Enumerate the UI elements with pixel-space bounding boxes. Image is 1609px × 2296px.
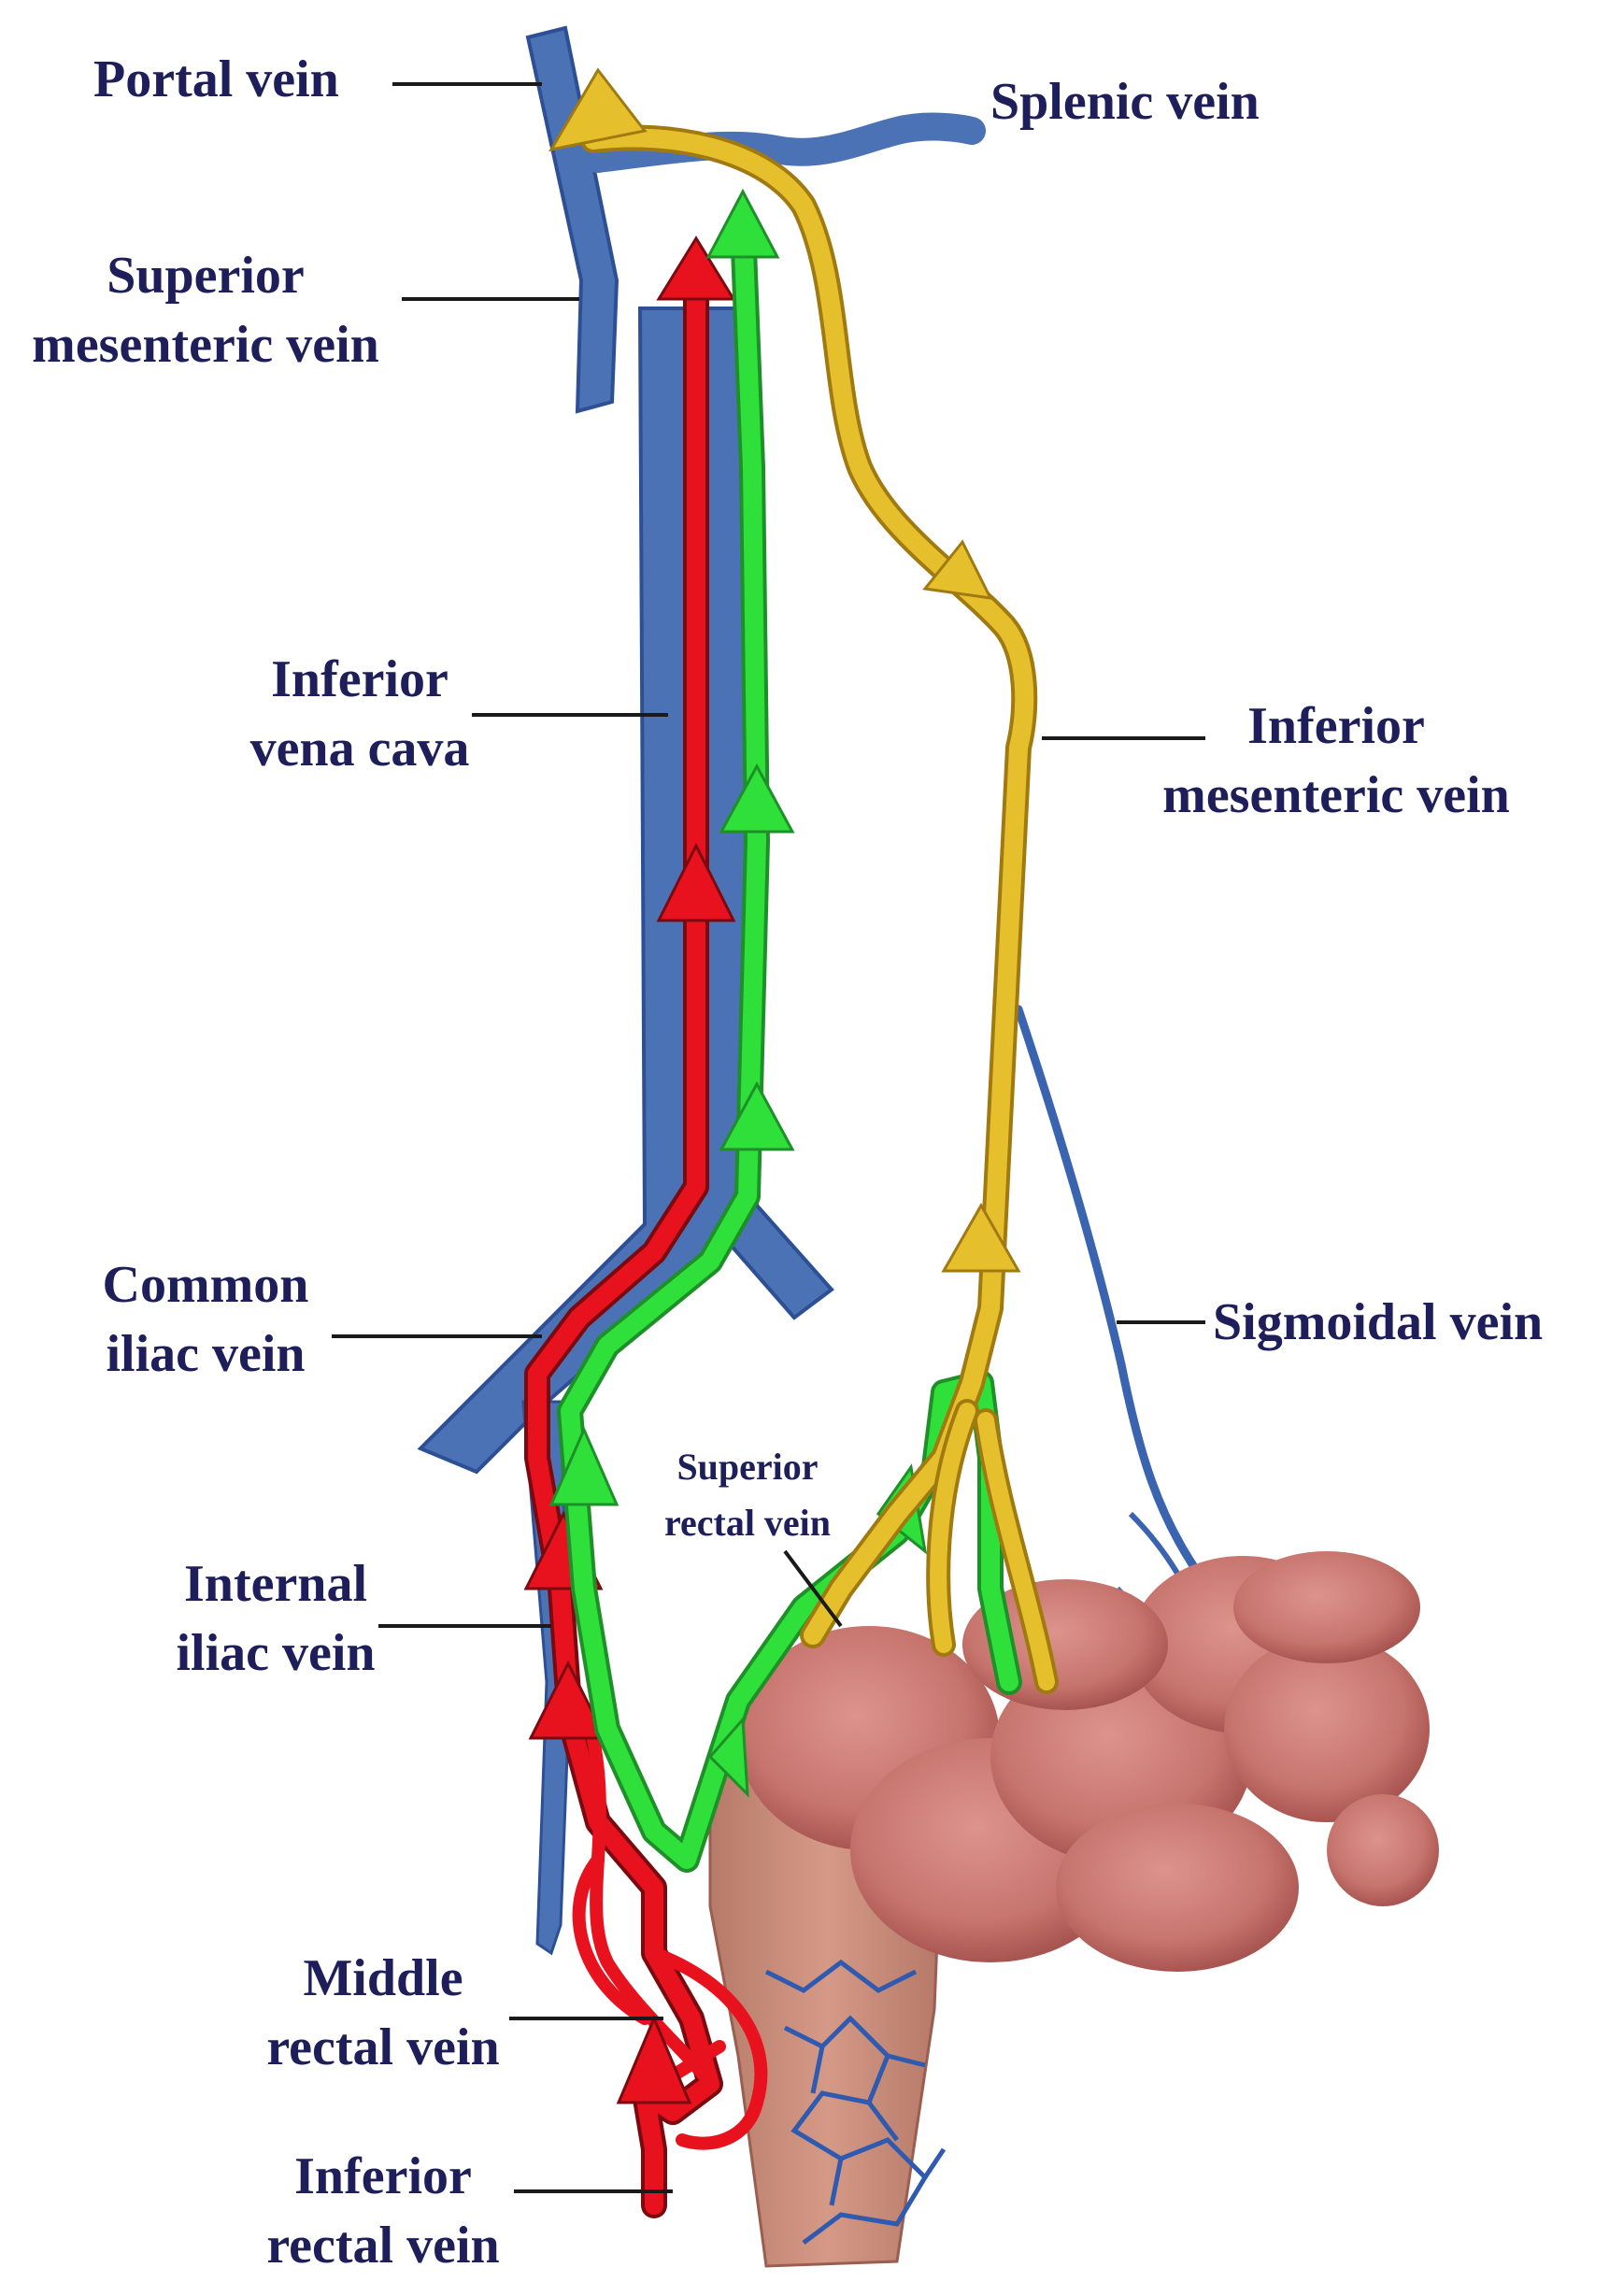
label-sigmoidal-vein: Sigmoidal vein [1213, 1288, 1543, 1357]
label-common-iliac-vein: Common iliac vein [75, 1250, 336, 1389]
red-pathway [524, 258, 768, 2218]
label-line-2: rectal vein [663, 1502, 832, 1544]
label-line-2: mesenteric vein [1162, 766, 1510, 824]
label-inferior-rectal-vein: Inferior rectal vein [238, 2142, 528, 2280]
colon [708, 1551, 1439, 2268]
label-line-2: rectal vein [266, 2217, 500, 2275]
label-line-1: Internal [184, 1555, 367, 1613]
label-portal-vein-line: Portal vein [93, 50, 339, 108]
label-superior-mesenteric-vein: Superior mesenteric vein [9, 241, 402, 379]
label-line-1: Common [102, 1256, 309, 1314]
label-line-1: Superior [676, 1446, 819, 1488]
label-sigmoidal-vein-line: Sigmoidal vein [1213, 1293, 1544, 1351]
label-line-2: iliac vein [106, 1325, 306, 1383]
leader-lines [332, 82, 1205, 2193]
label-line-2: rectal vein [266, 2018, 500, 2076]
inferior-vena-cava-vessel [417, 307, 834, 1475]
label-line-1: Inferior [294, 2147, 472, 2205]
yellow-arrowheads [548, 67, 1021, 1273]
yellow-pathway [580, 124, 1059, 1694]
label-internal-iliac-vein: Internal iliac vein [140, 1549, 411, 1688]
label-portal-vein: Portal vein [93, 45, 339, 114]
label-middle-rectal-vein: Middle rectal vein [238, 1944, 528, 2082]
label-line-1: Inferior [1247, 697, 1425, 755]
portal-vein-vessel [525, 25, 619, 414]
label-line-2: vena cava [249, 720, 470, 777]
label-line-2: iliac vein [176, 1624, 376, 1682]
label-inferior-mesenteric-vein: Inferior mesenteric vein [1135, 692, 1537, 830]
rectal-venous-plexus [764, 1959, 947, 2245]
label-line-1: Superior [107, 247, 305, 305]
label-line-1: Inferior [271, 650, 449, 708]
label-line-2: mesenteric vein [32, 316, 379, 374]
label-splenic-vein: Splenic vein [990, 67, 1260, 136]
label-inferior-vena-cava: Inferior vena cava [215, 645, 505, 783]
label-line-1: Middle [303, 1949, 463, 2007]
label-superior-rectal-vein: Superior rectal vein [626, 1439, 869, 1551]
red-arrowheads [523, 235, 736, 2104]
label-splenic-vein-line: Splenic vein [990, 73, 1260, 131]
